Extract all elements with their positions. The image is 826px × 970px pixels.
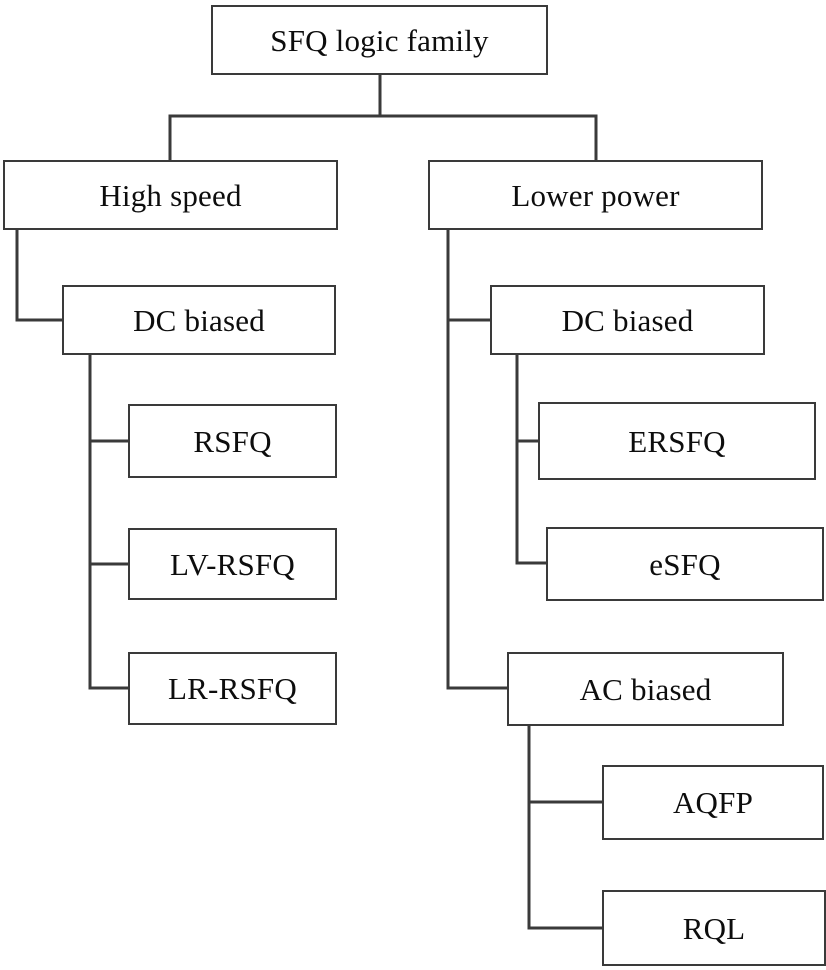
- node-lower-power[interactable]: Lower power: [428, 160, 763, 230]
- node-label: AC biased: [579, 671, 712, 707]
- node-label: RSFQ: [193, 423, 272, 459]
- node-rsfq[interactable]: RSFQ: [128, 404, 337, 478]
- node-dc-biased-lower-power[interactable]: DC biased: [490, 285, 765, 355]
- node-label: AQFP: [672, 785, 754, 820]
- node-high-speed[interactable]: High speed: [3, 160, 338, 230]
- node-label: DC biased: [561, 302, 694, 338]
- node-label: RQL: [682, 910, 746, 946]
- node-lr-rsfq[interactable]: LR-RSFQ: [128, 652, 337, 725]
- connector-high-speed-to-dc-biased: [15, 228, 64, 322]
- node-label: ERSFQ: [628, 423, 726, 459]
- node-label: LR-RSFQ: [168, 671, 297, 706]
- node-label: SFQ logic family: [270, 22, 489, 58]
- node-lv-rsfq[interactable]: LV-RSFQ: [128, 528, 337, 600]
- node-label: LV-RSFQ: [170, 546, 295, 582]
- node-rql[interactable]: RQL: [602, 890, 826, 966]
- node-sfq-logic-family[interactable]: SFQ logic family: [211, 5, 548, 75]
- node-aqfp[interactable]: AQFP: [602, 765, 824, 840]
- node-label: eSFQ: [649, 546, 721, 582]
- node-esfq[interactable]: eSFQ: [546, 527, 824, 601]
- node-dc-biased-high-speed[interactable]: DC biased: [62, 285, 336, 355]
- node-ersfq[interactable]: ERSFQ: [538, 402, 816, 480]
- node-ac-biased[interactable]: AC biased: [507, 652, 784, 726]
- node-label: Lower power: [511, 177, 680, 213]
- node-label: DC biased: [133, 302, 265, 338]
- node-label: High speed: [99, 177, 242, 213]
